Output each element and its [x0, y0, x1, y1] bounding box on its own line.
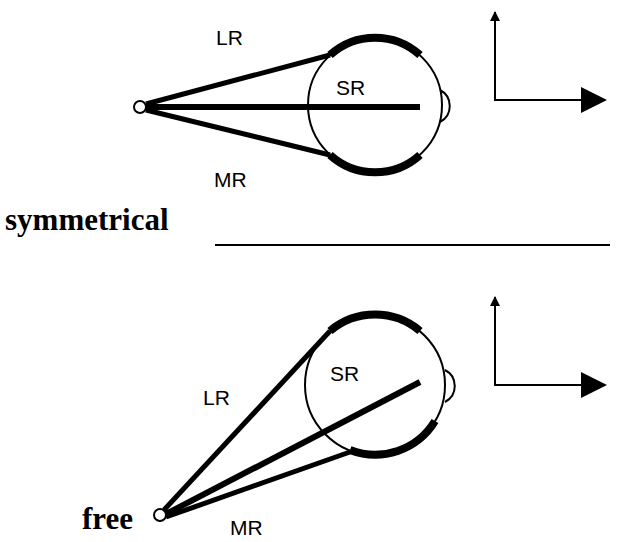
muscle-label: MR: [230, 516, 263, 539]
muscle-label: SR: [334, 76, 367, 99]
muscle-label: SR: [328, 362, 361, 385]
muscle-label: MR: [214, 168, 247, 191]
muscle-label: LR: [203, 386, 230, 409]
divider-line: [215, 244, 610, 246]
muscle-label: LR: [216, 26, 243, 49]
free-eye: [154, 297, 605, 521]
panel-title: free: [82, 502, 133, 536]
panel-title: symmetrical: [5, 203, 169, 237]
symmetrical-eye: [134, 12, 605, 172]
